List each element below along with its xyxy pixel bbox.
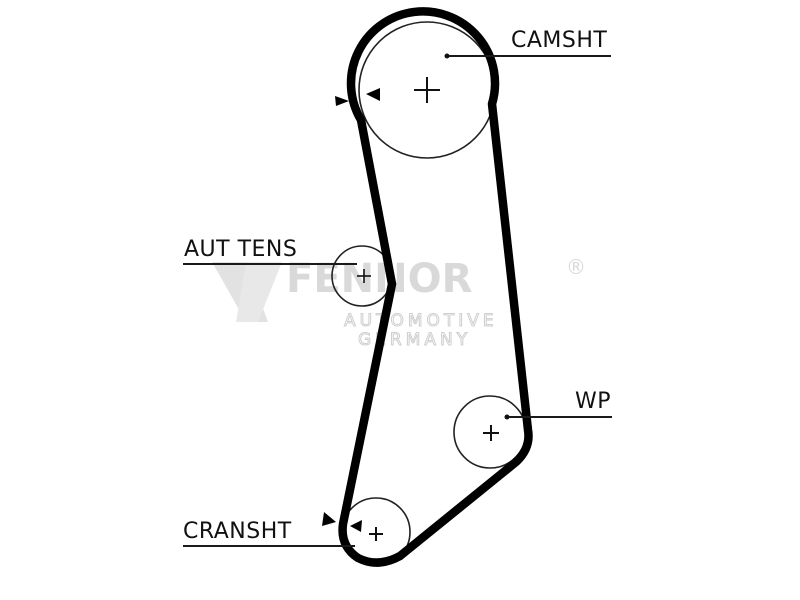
crankshaft-center-mark bbox=[369, 527, 383, 541]
crankshaft-label: CRANSHT bbox=[183, 519, 292, 544]
camshaft-label: CAMSHT bbox=[511, 28, 607, 53]
watermark-logo-mark-2 bbox=[236, 262, 282, 322]
camshaft-leader-dot bbox=[444, 53, 450, 59]
water-pump-label: WP bbox=[575, 389, 611, 414]
crankshaft-belt-mark bbox=[350, 520, 362, 532]
camshaft-timing-mark-right bbox=[366, 88, 380, 101]
water-pump-center-mark bbox=[483, 425, 499, 441]
watermark-line-1: AUTOMOTIVE bbox=[344, 311, 498, 331]
tensioner-label: AUT TENS bbox=[184, 237, 297, 262]
camshaft-timing-mark-left bbox=[335, 96, 349, 106]
camshaft-center-mark bbox=[414, 77, 440, 103]
timing-belt bbox=[338, 7, 533, 567]
crankshaft-timing-mark bbox=[322, 512, 336, 526]
watermark: FENNOR ® AUTOMOTIVE GERMANY bbox=[212, 255, 586, 351]
watermark-brand: FENNOR bbox=[286, 256, 472, 302]
tensioner-center-mark bbox=[357, 269, 371, 283]
water-pump-leader-dot bbox=[504, 414, 510, 420]
watermark-registered-mark: ® bbox=[566, 255, 586, 279]
